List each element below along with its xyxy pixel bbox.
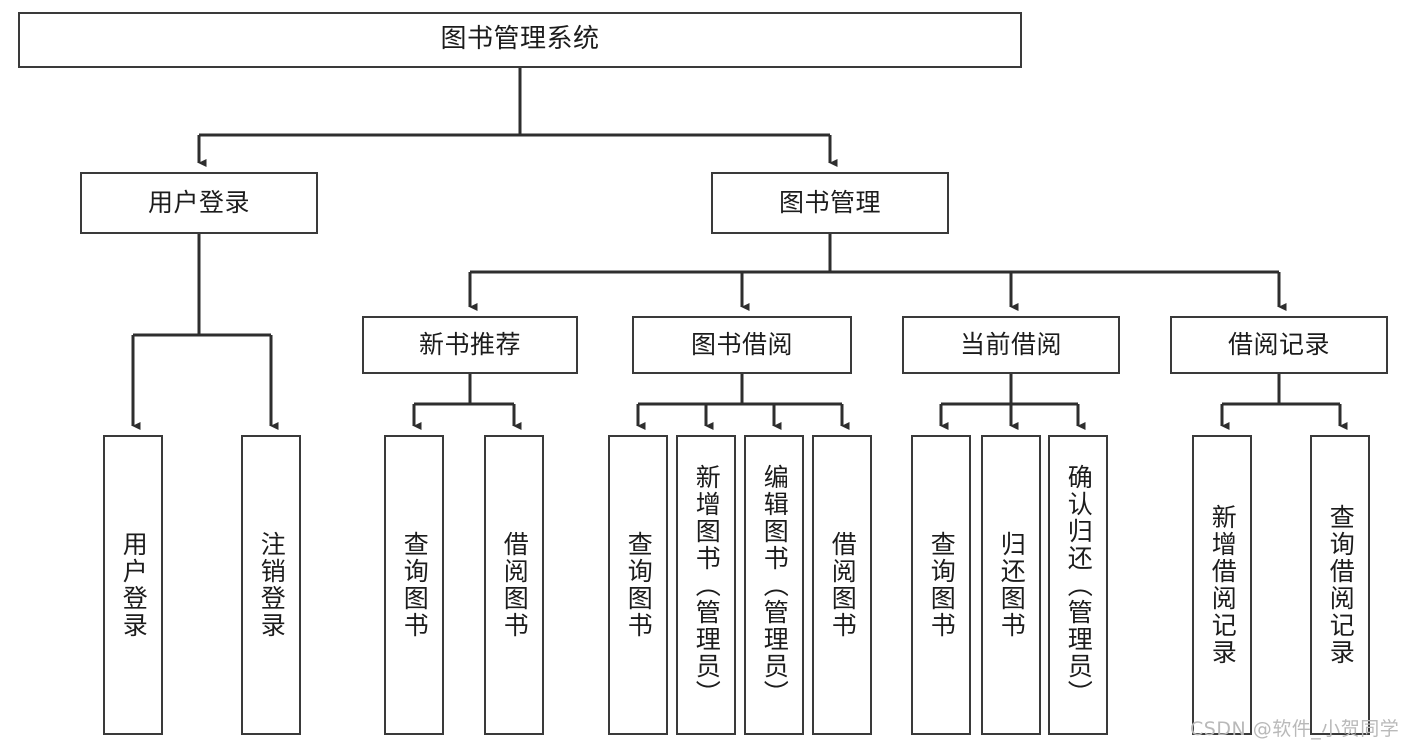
node-label: 用户登录 (147, 187, 250, 217)
node-book-borrowing[interactable]: 图书借阅 (632, 316, 852, 374)
node-label: 用户登录 (119, 531, 149, 639)
node-current-borrowing[interactable]: 当前借阅 (902, 316, 1120, 374)
leaf-borrow-book-newbook[interactable]: 借阅图书 (484, 435, 544, 735)
leaf-query-borrow-record[interactable]: 查询借阅记录 (1310, 435, 1370, 735)
node-label: 新书推荐 (418, 329, 521, 359)
node-label: 当前借阅 (959, 329, 1062, 359)
node-user-login[interactable]: 用户登录 (80, 172, 318, 234)
node-borrowing-record[interactable]: 借阅记录 (1170, 316, 1388, 374)
leaf-confirm-return-admin[interactable]: 确认归还（管理员） (1048, 435, 1108, 735)
node-new-book-recommendation[interactable]: 新书推荐 (362, 316, 578, 374)
node-label: 图书管理 (778, 187, 881, 217)
node-label: 确认归还（管理员） (1064, 463, 1094, 707)
node-label: 新增图书（管理员） (692, 463, 722, 707)
leaf-query-book-borrow[interactable]: 查询图书 (608, 435, 668, 735)
node-root-book-management-system[interactable]: 图书管理系统 (18, 12, 1022, 68)
node-label: 查询图书 (624, 531, 654, 639)
node-label: 借阅图书 (500, 531, 530, 639)
node-label: 图书借阅 (690, 329, 793, 359)
watermark-text: CSDN @软件_小贺同学 (1190, 718, 1400, 740)
node-book-management[interactable]: 图书管理 (711, 172, 949, 234)
node-label: 新增借阅记录 (1208, 504, 1238, 666)
node-label: 图书管理系统 (440, 24, 600, 55)
node-label: 注销登录 (257, 531, 287, 639)
leaf-user-login[interactable]: 用户登录 (103, 435, 163, 735)
node-label: 借阅图书 (828, 531, 858, 639)
node-label: 编辑图书（管理员） (760, 463, 790, 707)
node-label: 查询图书 (400, 531, 430, 639)
leaf-query-book-newbook[interactable]: 查询图书 (384, 435, 444, 735)
leaf-add-borrow-record[interactable]: 新增借阅记录 (1192, 435, 1252, 735)
leaf-logout[interactable]: 注销登录 (241, 435, 301, 735)
leaf-add-book-admin[interactable]: 新增图书（管理员） (676, 435, 736, 735)
leaf-query-book-current[interactable]: 查询图书 (911, 435, 971, 735)
node-label: 归还图书 (997, 531, 1027, 639)
leaf-return-book[interactable]: 归还图书 (981, 435, 1041, 735)
leaf-edit-book-admin[interactable]: 编辑图书（管理员） (744, 435, 804, 735)
node-label: 借阅记录 (1227, 329, 1330, 359)
node-label: 查询借阅记录 (1326, 504, 1356, 666)
node-label: 查询图书 (927, 531, 957, 639)
leaf-borrow-book[interactable]: 借阅图书 (812, 435, 872, 735)
